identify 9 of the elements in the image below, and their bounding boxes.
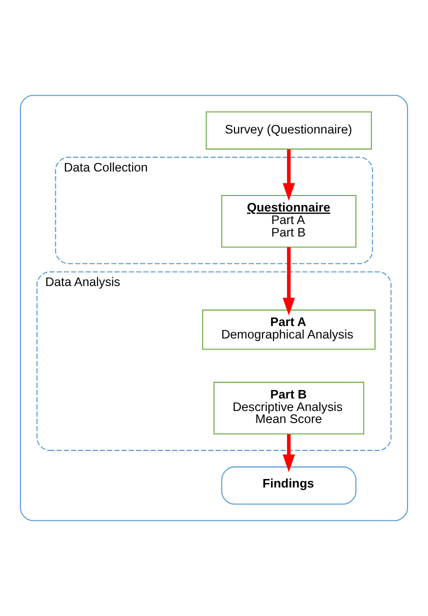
node-box: Survey (Questionnaire) — [206, 111, 372, 150]
node-box: Part B Descriptive Analysis Mean Score — [213, 382, 364, 434]
node-box: Part A Demographical Analysis — [202, 310, 376, 350]
node-box: Questionnaire Part A Part B — [221, 194, 356, 248]
arrow — [282, 434, 295, 472]
arrow — [282, 247, 295, 316]
arrow — [282, 149, 295, 201]
node-box: Findings — [221, 466, 356, 505]
cluster — [20, 94, 408, 522]
